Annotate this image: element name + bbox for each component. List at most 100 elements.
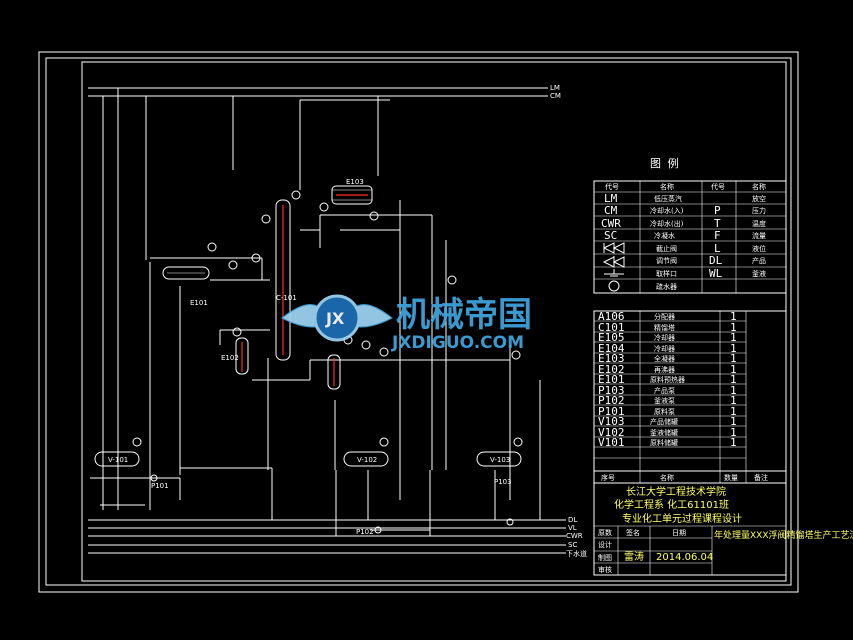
- bottom-label-dl: DL: [568, 516, 577, 524]
- bottom-label-sewer: 下水道: [566, 549, 587, 558]
- piping: [90, 88, 566, 536]
- svg-text:DL: DL: [709, 254, 723, 267]
- tank-v102: V-102: [343, 437, 389, 467]
- svg-text:V101: V101: [598, 436, 625, 449]
- title-block: 长江大学工程技术学院 化学工程系 化工61101班 专业化工单元过程课程设计 原…: [593, 482, 853, 576]
- sample-point-icon: [604, 269, 624, 277]
- svg-text:P101: P101: [598, 405, 625, 418]
- svg-text:1: 1: [730, 394, 737, 407]
- svg-text:冷却水(出): 冷却水(出): [650, 219, 684, 228]
- svg-text:疏水器: 疏水器: [656, 282, 677, 291]
- svg-text:数量: 数量: [724, 473, 738, 482]
- svg-text:精馏塔: 精馏塔: [654, 323, 675, 332]
- svg-text:备注: 备注: [754, 473, 768, 482]
- control-valve-icon: [602, 256, 625, 268]
- svg-text:压力: 压力: [752, 206, 766, 215]
- svg-text:LM: LM: [604, 192, 618, 205]
- svg-text:CWR: CWR: [601, 217, 621, 230]
- pump-p102-symbol: [374, 526, 382, 534]
- bottom-label-sc: SC: [568, 541, 577, 549]
- svg-text:名称: 名称: [660, 473, 674, 482]
- svg-text:T: T: [714, 217, 721, 230]
- svg-text:流量: 流量: [752, 231, 766, 240]
- svg-text:名称: 名称: [660, 182, 674, 191]
- legend-title: 图 例: [650, 156, 679, 170]
- svg-text:审核: 审核: [598, 565, 612, 574]
- svg-text:釜液储罐: 釜液储罐: [650, 428, 678, 437]
- outer-frame: [38, 51, 799, 593]
- svg-text:低压蒸汽: 低压蒸汽: [654, 194, 682, 203]
- svg-text:F: F: [714, 229, 721, 242]
- svg-text:C101: C101: [598, 321, 625, 334]
- watermark: JX 机械帝国 JXDIGUO.COM: [281, 294, 532, 353]
- svg-text:全凝器: 全凝器: [654, 354, 675, 363]
- watermark-badge: JX: [325, 309, 345, 328]
- bottom-headers: [88, 519, 566, 554]
- tank-v101-tag: V-101: [108, 456, 128, 464]
- svg-text:CM: CM: [604, 204, 618, 217]
- svg-text:冷却器: 冷却器: [654, 344, 675, 353]
- svg-text:再沸器: 再沸器: [654, 365, 675, 374]
- tank-v103-tag: V-103: [490, 456, 510, 464]
- column-tag: C-101: [276, 294, 297, 302]
- svg-text:原料泵: 原料泵: [654, 407, 675, 416]
- svg-text:WL: WL: [709, 267, 723, 280]
- svg-text:1: 1: [730, 415, 737, 428]
- svg-text:温度: 温度: [752, 219, 766, 228]
- designer-name: 雷涛: [624, 550, 644, 563]
- svg-text:液位: 液位: [752, 244, 766, 253]
- bottom-label-cwr: CWR: [566, 532, 583, 540]
- pump-p102-tag: P102: [356, 528, 374, 536]
- header-label-lm: LM: [550, 84, 560, 92]
- svg-text:放空: 放空: [752, 194, 766, 203]
- condenser-e103: E103: [319, 178, 379, 221]
- svg-text:釜液泵: 釜液泵: [654, 396, 675, 405]
- svg-text:签名: 签名: [626, 528, 640, 537]
- svg-text:截止阀: 截止阀: [656, 244, 677, 253]
- svg-text:取样口: 取样口: [656, 269, 677, 278]
- svg-text:原料储罐: 原料储罐: [650, 438, 678, 447]
- svg-text:E105: E105: [598, 331, 625, 344]
- school-name: 长江大学工程技术学院: [626, 485, 726, 498]
- reboiler-e102: E102: [221, 337, 249, 375]
- svg-text:1: 1: [730, 436, 737, 449]
- svg-text:E104: E104: [598, 342, 625, 355]
- svg-text:冷却水(入): 冷却水(入): [650, 206, 684, 215]
- course-title: 专业化工单元过程课程设计: [622, 512, 742, 525]
- svg-text:冷却器: 冷却器: [654, 333, 675, 342]
- svg-text:1: 1: [730, 310, 737, 323]
- svg-text:1: 1: [730, 405, 737, 418]
- svg-text:制图: 制图: [598, 553, 612, 562]
- svg-text:1: 1: [730, 373, 737, 386]
- svg-text:P103: P103: [598, 384, 625, 397]
- bottom-label-vl: VL: [568, 524, 577, 532]
- header-label-cm: CM: [550, 92, 561, 100]
- svg-text:1: 1: [730, 426, 737, 439]
- svg-text:P: P: [714, 204, 721, 217]
- department-class: 化学工程系 化工61101班: [614, 498, 729, 511]
- pump-p103-symbol: [506, 518, 514, 526]
- svg-text:V103: V103: [598, 415, 625, 428]
- svg-text:P102: P102: [598, 394, 625, 407]
- svg-text:调节阀: 调节阀: [656, 256, 677, 265]
- svg-text:1: 1: [730, 331, 737, 344]
- tank-v103: V-103: [476, 437, 523, 467]
- svg-text:A106: A106: [598, 310, 625, 323]
- svg-text:釜液: 釜液: [752, 269, 766, 278]
- svg-text:1: 1: [730, 363, 737, 376]
- svg-text:冷凝水: 冷凝水: [654, 231, 675, 240]
- watermark-cn: 机械帝国: [396, 295, 532, 335]
- svg-text:分配器: 分配器: [654, 312, 675, 321]
- svg-text:E101: E101: [598, 373, 625, 386]
- svg-text:序号: 序号: [601, 473, 615, 482]
- svg-text:产品储罐: 产品储罐: [650, 417, 678, 426]
- steam-trap-icon: [608, 280, 620, 292]
- cooler-e104: [327, 354, 341, 390]
- svg-text:L: L: [714, 242, 721, 255]
- drawing-title: 年处理量XXX浮阀精馏塔生产工艺流程图: [714, 529, 853, 541]
- svg-text:E102: E102: [598, 363, 625, 376]
- inner-frame: [45, 57, 792, 586]
- pump-p101-symbol: [150, 474, 158, 482]
